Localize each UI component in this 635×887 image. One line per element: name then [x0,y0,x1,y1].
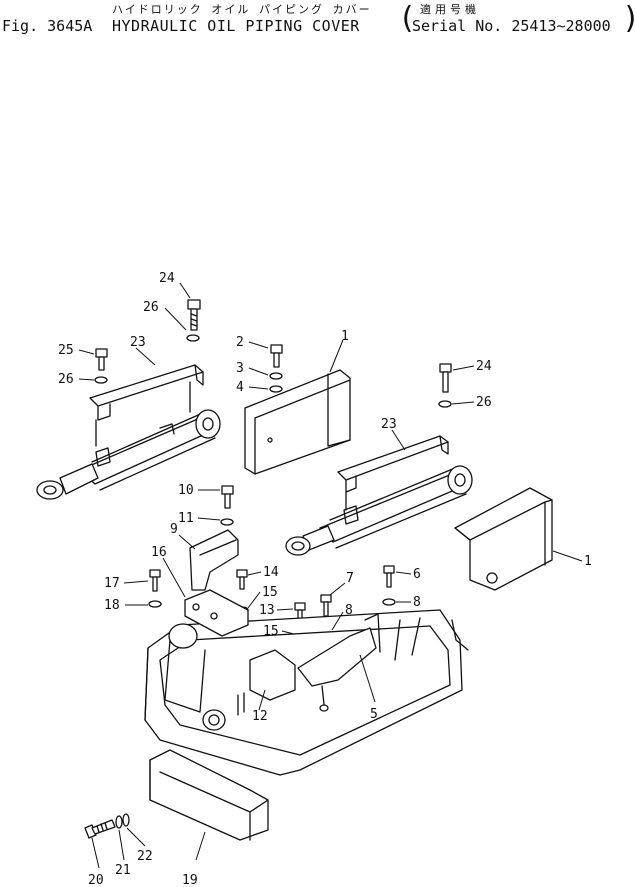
cover-1-upper [244,369,351,475]
callout-14: 14 [263,565,279,580]
callout-17: 17 [104,576,120,591]
callout-20: 20 [88,873,104,887]
callout-26-left: 26 [58,372,74,387]
callout-22: 22 [137,849,153,864]
callout-25: 25 [58,343,74,358]
callout-24-right: 24 [476,359,492,374]
bracket-23-right [337,435,449,511]
bolt-20 [84,813,130,839]
bracket-12 [237,649,296,716]
callout-5: 5 [370,707,378,722]
callout-8-left: 8 [345,603,353,618]
callout-7: 7 [346,571,354,586]
callout-1-upper: 1 [341,329,349,344]
callout-26-top: 26 [143,300,159,315]
callout-11: 11 [178,511,194,526]
figure-number: Fig. 3645A [2,17,93,35]
bolt-2 [269,344,283,393]
callout-23-left: 23 [130,335,146,350]
callout-15-lower: 15 [263,624,279,639]
callout-1-right: 1 [584,554,592,569]
callout-3: 3 [236,361,244,376]
bracket-5 [297,613,381,712]
callout-18: 18 [104,598,120,613]
callout-23-right: 23 [381,417,397,432]
cover-1-right [454,487,553,591]
callout-9: 9 [170,522,178,537]
callout-10: 10 [178,483,194,498]
bolt-24-right [438,363,452,408]
callout-numbers: 24 26 25 26 23 2 3 4 1 24 26 23 1 10 11 … [58,271,592,887]
bracket-9 [189,485,239,591]
callout-6: 6 [413,567,421,582]
callout-12: 12 [252,709,268,724]
callout-4: 4 [236,380,244,395]
title-english: HYDRAULIC OIL PIPING COVER [112,17,360,35]
callout-13: 13 [259,603,275,618]
bracket-23-left [89,364,204,447]
callout-19: 19 [182,873,198,887]
title-japanese: ハイドロリック オイル パイピング カバー [112,3,372,16]
bracket-16 [184,589,249,637]
callout-15-upper: 15 [262,585,278,600]
callout-24-top: 24 [159,271,175,286]
callout-21: 21 [115,863,131,878]
callout-26-right: 26 [476,395,492,410]
callout-8-right: 8 [413,595,421,610]
serial-paren-open: ( [398,1,417,36]
bolt-24-top [186,299,201,342]
serial-paren-close: ) [622,4,635,34]
cylinder-right [285,465,473,556]
bolt-25 [94,348,108,384]
cylinder-left [36,409,221,500]
cover-19 [149,749,269,841]
callout-2: 2 [236,335,244,350]
callout-16: 16 [151,545,167,560]
main-frame [144,609,469,776]
serial-label-japanese: 適用号機 [420,3,480,16]
leader-lines [78,282,583,869]
serial-number-range: Serial No. 25413~28000 [412,17,611,35]
